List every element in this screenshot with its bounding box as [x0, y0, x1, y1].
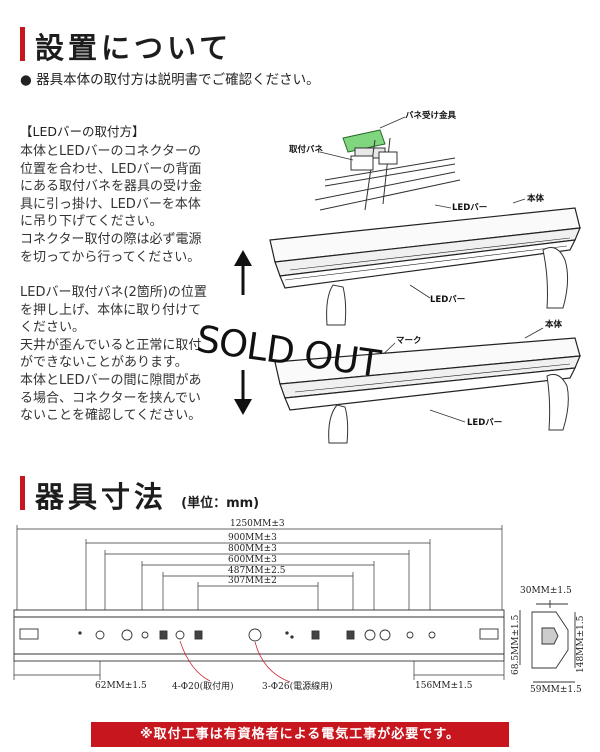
- label-mount-spring: 取付バネ: [289, 144, 324, 155]
- label-spring-bracket: バネ受け金具: [405, 110, 457, 121]
- fixture-upper: [269, 207, 581, 289]
- para2-line: 天井が歪んでいると正常に取付: [20, 337, 202, 353]
- label-led-bar-mid: LEDバー: [430, 294, 465, 305]
- bracket-detail: [314, 129, 461, 211]
- install-note: ● 器具本体の取付方は説明書でご確認ください。: [20, 72, 320, 88]
- para1-line: 位置を合わせ、LEDバーの背面: [20, 161, 202, 177]
- section1-title: 設置について: [35, 31, 233, 65]
- para2-line: 本体とLEDバーの間に隙間があ: [20, 372, 202, 388]
- dim-800: 800MM±3: [228, 544, 277, 554]
- fixture-lower: [274, 337, 581, 411]
- dim-30: 30MM±1.5: [520, 586, 572, 596]
- para1-line: にある取付バネを器具の受け金: [20, 179, 203, 195]
- para2-line: を押し上げ、本体に取り付けて: [20, 302, 202, 318]
- dim-68: 68.5MM±1.5: [511, 614, 521, 675]
- dim-62: 62MM±1.5: [95, 681, 147, 691]
- fixture-side-view: [519, 600, 576, 683]
- section2-accent-bar: [20, 476, 25, 510]
- para1-line: コネクター取付の際は必ず電源: [20, 231, 202, 247]
- dim-59: 59MM±1.5: [530, 685, 582, 695]
- led-bar-subheading: 【LEDバーの取付方】: [20, 124, 145, 139]
- dim-holes-26: 3-Φ26(電源線用): [262, 680, 333, 692]
- electrical-work-warning: ※取付工事は有資格者による電気工事が必要です。: [91, 722, 509, 747]
- para1-line: に吊り下げてください。: [20, 214, 163, 230]
- para2-line: LEDバー取付バネ(2箇所)の位置: [20, 285, 207, 300]
- para1-line: 本体とLEDバーのコネクターの: [20, 144, 201, 159]
- para2-line: ください。: [20, 320, 86, 336]
- arrow-down-icon: [234, 370, 252, 415]
- label-body-top: 本体: [527, 193, 545, 204]
- section1-accent-bar: [20, 27, 25, 61]
- section2-title: 器具寸法 (単位：mm): [35, 474, 259, 516]
- dim-148: 148MM±1.5: [576, 615, 586, 673]
- dim-156: 156MM±1.5: [415, 681, 473, 691]
- instruction-paragraph-2: LEDバー取付バネ(2箇所)の位置 を押し上げ、本体に取り付けて ください。 天…: [20, 284, 207, 425]
- label-mark: マーク: [396, 335, 422, 346]
- label-led-bar-bottom: LEDバー: [467, 417, 502, 428]
- para1-line: を切ってから行ってください。: [20, 249, 201, 265]
- hand-illustration: [326, 247, 569, 326]
- para2-line: る場合、コネクターを挟んでい: [20, 390, 201, 406]
- section2-unit: (単位：mm): [181, 496, 260, 511]
- label-led-bar-top: LEDバー: [452, 202, 487, 213]
- dim-900: 900MM±3: [228, 533, 277, 543]
- hand-illustration: [328, 373, 569, 444]
- installation-diagram: バネ受け金具 取付バネ LEDバー 本体 LEDバー 本体 マーク LEDバー: [234, 110, 581, 444]
- label-body-bottom: 本体: [545, 319, 563, 330]
- arrow-up-icon: [234, 250, 252, 295]
- dim-307: 307MM±2: [228, 576, 277, 586]
- instruction-paragraph-1: 本体とLEDバーのコネクターの 位置を合わせ、LEDバーの背面 にある取付バネを…: [20, 143, 202, 266]
- dimension-drawing: 1250MM±3 900MM±3 800MM±3 600MM±3 487MM±2…: [13, 519, 586, 695]
- para1-line: 具に引っ掛け、LEDバーを本体: [20, 196, 201, 212]
- dim-holes-20: 4-Φ20(取付用): [172, 681, 234, 692]
- para2-line: ないことを確認してください。: [20, 408, 202, 424]
- dim-487: 487MM±2.5: [228, 566, 286, 576]
- dim-1250: 1250MM±3: [230, 519, 285, 529]
- para2-line: ができないことがあります。: [20, 355, 188, 371]
- dim-600: 600MM±3: [228, 555, 277, 565]
- section2-title-text: 器具寸法: [35, 480, 168, 514]
